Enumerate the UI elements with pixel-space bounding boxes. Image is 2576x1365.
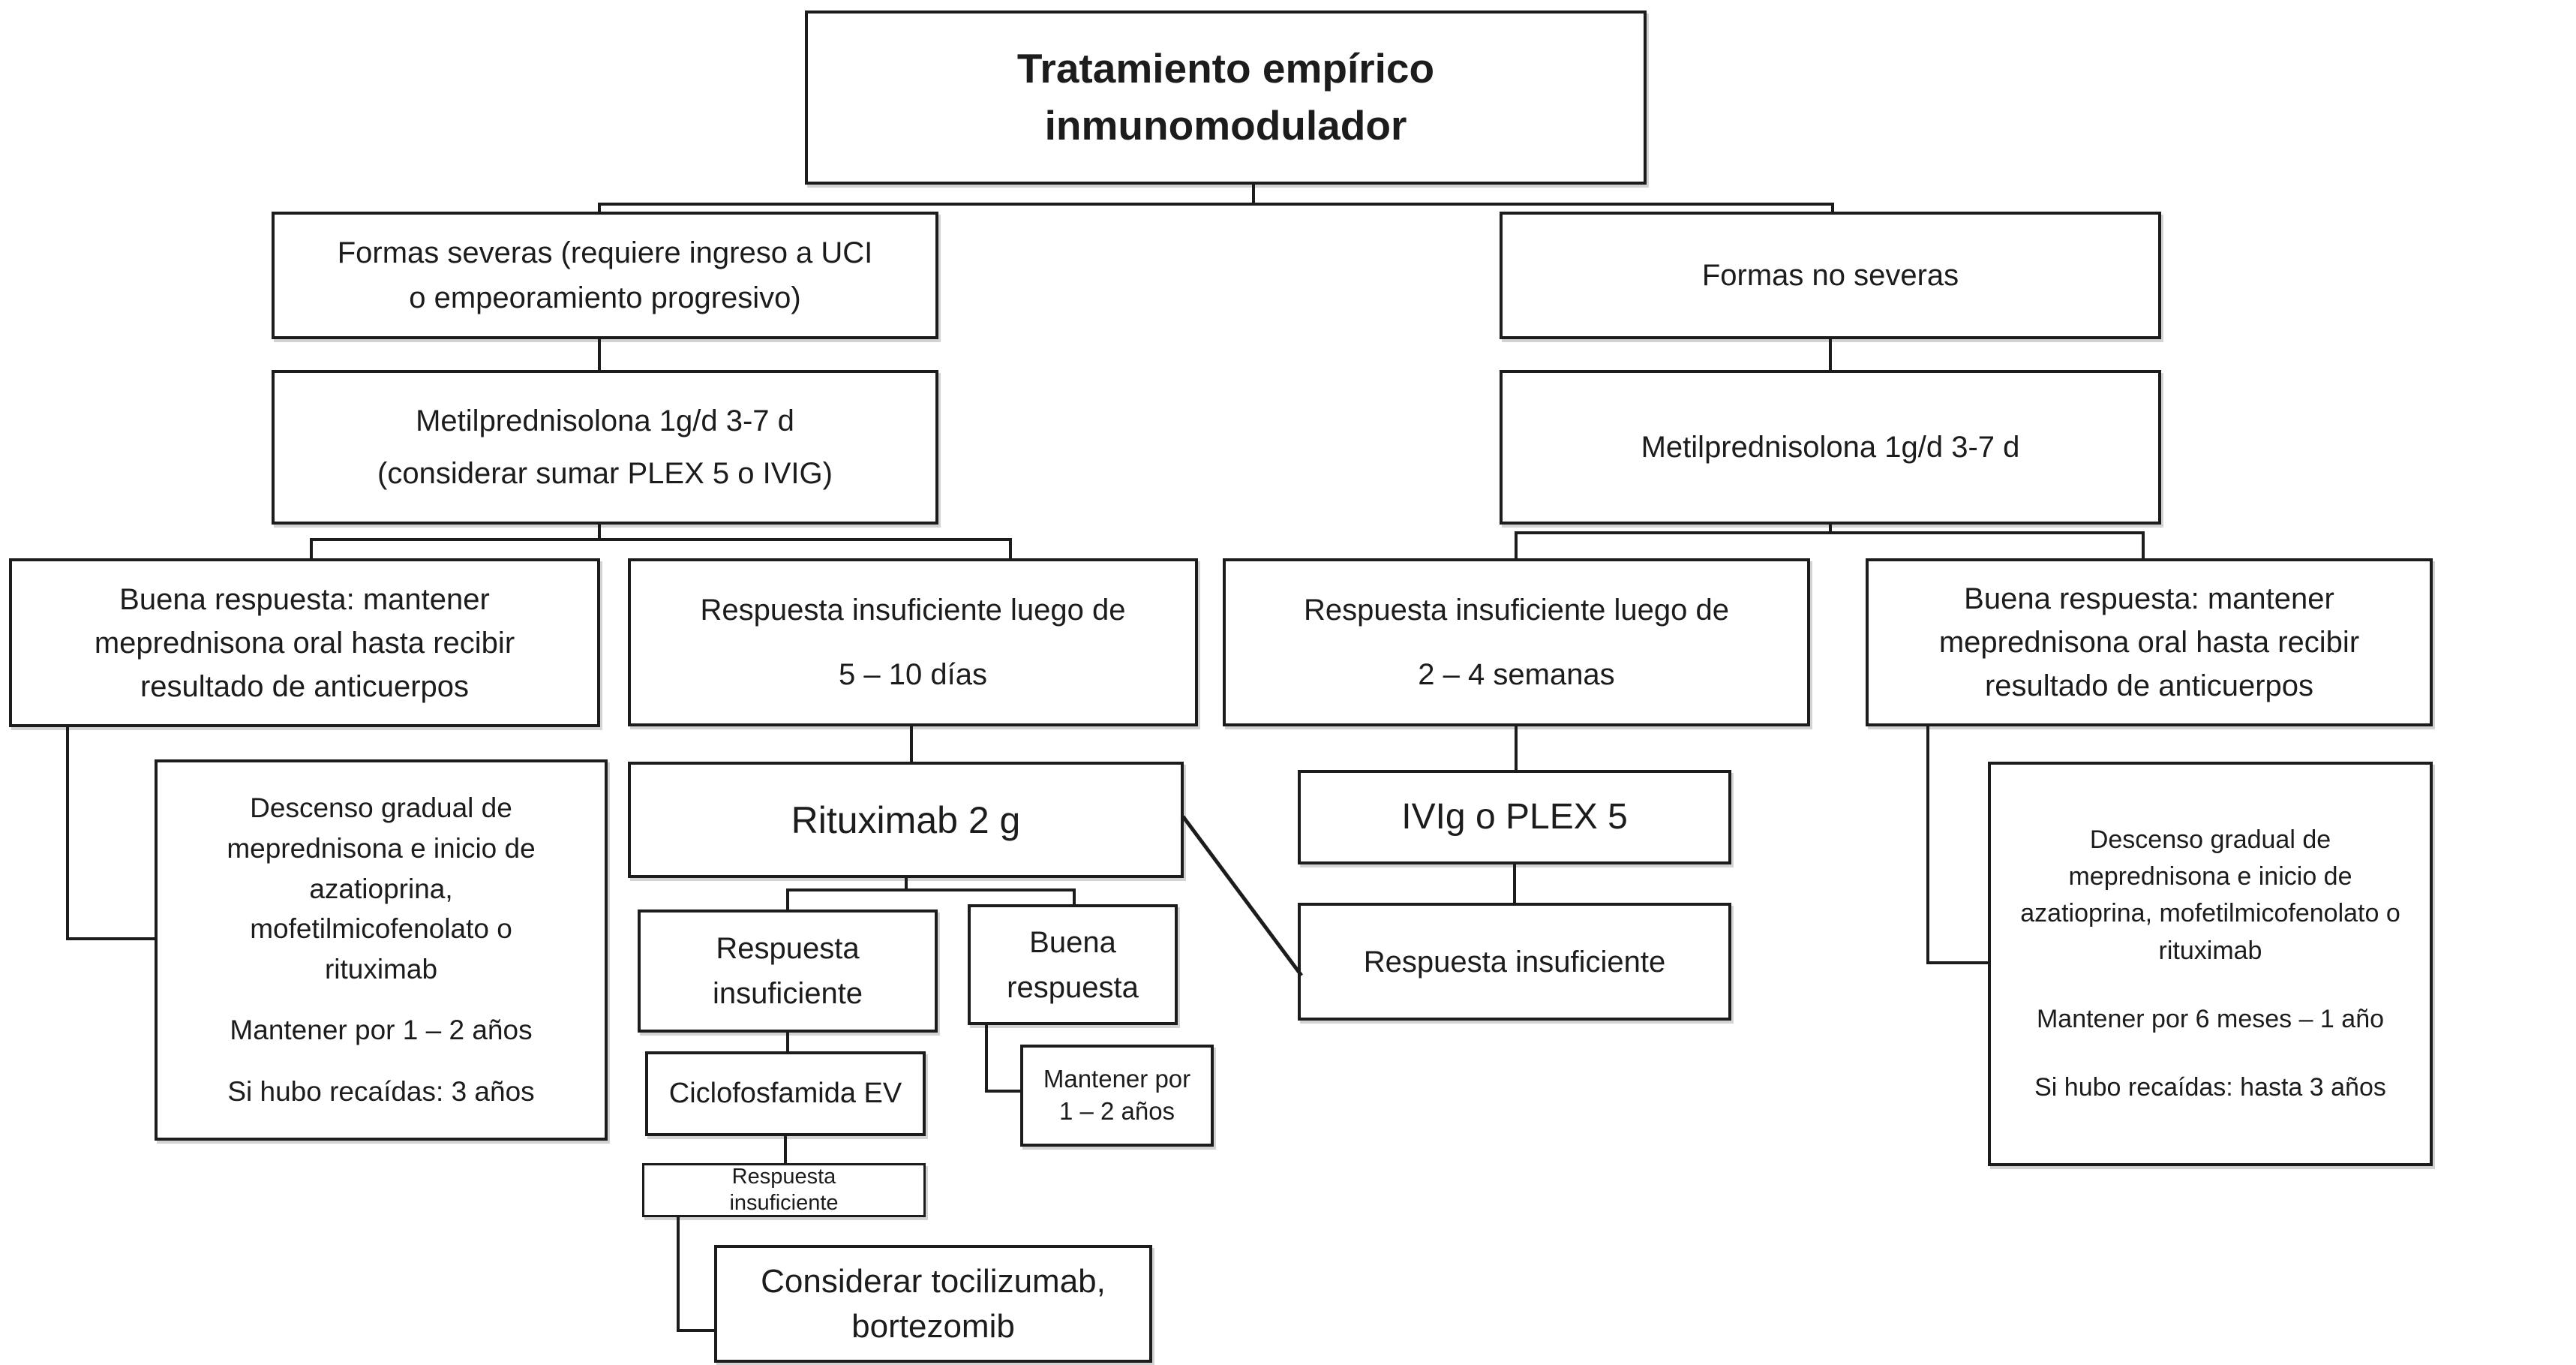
node-rituximab-2g: Rituximab 2 g — [628, 762, 1184, 878]
connector-metil-noseveras-split-horizontal — [1515, 531, 2145, 534]
connector-metil-severas-split-horizontal — [310, 538, 1012, 541]
node-ivig-o-plex-5: IVIg o PLEX 5 — [1298, 770, 1731, 864]
node-label: Mantener por 1 – 2 años — [1043, 1065, 1191, 1125]
node-buena-respuesta-post-rituximab: Buena respuesta — [968, 904, 1178, 1025]
node-label: Ciclofosfamida EV — [668, 1077, 902, 1109]
connector-insuf-rtx-to-ciclofosfamida — [786, 1033, 789, 1053]
node-label: Respuesta insuficiente luego de 2 – 4 se… — [1303, 594, 1730, 691]
connector-drop-respuesta-insuf-5-10 — [1009, 538, 1012, 560]
node-tratamiento-empirico-title: Tratamiento empírico inmunomodulador — [805, 11, 1647, 185]
node-label: Rituximab 2 g — [791, 798, 1021, 841]
node-label: Buena respuesta — [1007, 925, 1139, 1004]
connector-rituximab-split-horizontal — [786, 888, 1076, 891]
connector-buena-rtx-elbow-horizontal — [985, 1090, 1022, 1093]
node-metilprednisolona-no-severas: Metilprednisolona 1g/d 3-7 d — [1500, 370, 2161, 525]
node-label: Tratamiento empírico inmunomodulador — [1016, 45, 1435, 149]
node-paragraph: Mantener por 6 meses – 1 año — [2036, 1004, 2385, 1033]
node-formas-severas: Formas severas (requiere ingreso a UCI o… — [272, 212, 938, 339]
node-label: Respuesta insuficiente — [1363, 945, 1666, 979]
node-respuesta-insuficiente-post-rituximab: Respuesta insuficiente — [638, 909, 938, 1033]
node-label: Metilprednisolona 1g/d 3-7 d (considerar… — [377, 404, 833, 490]
node-label: Buena respuesta: mantener meprednisona o… — [94, 582, 515, 703]
node-buena-respuesta-no-severas: Buena respuesta: mantener meprednisona o… — [1866, 558, 2433, 726]
connector-buena-severas-elbow-horizontal — [66, 937, 156, 940]
node-paragraph: Si hubo recaídas: hasta 3 años — [2034, 1073, 2386, 1102]
node-label: Respuesta insuficiente luego de 5 – 10 d… — [700, 594, 1126, 691]
node-mantener-1-2-anios: Mantener por 1 – 2 años — [1020, 1045, 1214, 1147]
node-respuesta-insuficiente-post-ivig: Respuesta insuficiente — [1298, 903, 1731, 1021]
connector-insuf-ciclo-elbow-horizontal — [677, 1329, 716, 1332]
connector-severas-to-metilprednisolona — [598, 339, 601, 371]
node-paragraph: Si hubo recaídas: 3 años — [227, 1076, 535, 1108]
node-paragraph: Descenso gradual de meprednisona e inici… — [2020, 825, 2400, 965]
node-buena-respuesta-severas: Buena respuesta: mantener meprednisona o… — [9, 558, 600, 727]
connector-buena-noseveras-elbow-horizontal — [1926, 961, 1989, 964]
node-label: Formas no severas — [1701, 259, 1959, 292]
connector-ciclofosfamida-to-insuf — [784, 1136, 787, 1165]
node-paragraph: Mantener por 1 – 2 años — [230, 1015, 533, 1046]
connector-noseveras-to-metilprednisolona — [1829, 339, 1832, 371]
node-respuesta-insuficiente-2-4-semanas: Respuesta insuficiente luego de 2 – 4 se… — [1223, 558, 1810, 726]
connector-rituximab-stub — [905, 878, 908, 891]
node-respuesta-insuficiente-post-ciclofosfamida: Respuesta insuficiente — [642, 1163, 926, 1217]
connector-drop-respuesta-insuf-2-4 — [1515, 531, 1518, 560]
connector-title-stub — [1252, 185, 1255, 206]
connector-insuf-ciclo-elbow-vertical — [677, 1217, 680, 1332]
connector-buena-severas-elbow-vertical — [66, 727, 69, 940]
connector-title-split-horizontal — [598, 203, 1834, 206]
connector-drop-formas-no-severas — [1831, 203, 1834, 215]
node-label: Buena respuesta: mantener meprednisona o… — [1938, 582, 2360, 702]
connector-drop-respuesta-insuf-post-rtx — [786, 888, 789, 911]
connector-ivig-to-respuesta-insuf — [1513, 864, 1516, 904]
connector-drop-buena-respuesta-severas — [310, 538, 313, 560]
node-descenso-gradual-no-severas: Descenso gradual de meprednisona e inici… — [1988, 762, 2433, 1166]
connector-insuf510-to-rituximab — [910, 726, 913, 763]
connector-drop-buena-respuesta-noseveras — [2142, 531, 2145, 560]
connector-drop-buena-respuesta-post-rtx — [1073, 888, 1076, 906]
connector-buena-noseveras-elbow-vertical — [1926, 726, 1929, 964]
node-descenso-gradual-severas: Descenso gradual de meprednisona e inici… — [155, 759, 608, 1141]
connector-metil-severas-stub — [598, 525, 601, 541]
node-label: IVIg o PLEX 5 — [1401, 797, 1628, 837]
connector-drop-formas-severas — [598, 203, 601, 215]
node-label: Formas severas (requiere ingreso a UCI o… — [337, 236, 873, 314]
node-considerar-tocilizumab-bortezomib: Considerar tocilizumab, bortezomib — [714, 1245, 1152, 1363]
connector-rituximab-to-insuf-ivig-diagonal — [1181, 815, 1304, 977]
node-paragraph: Descenso gradual de meprednisona e inici… — [227, 792, 536, 985]
connector-insuf24-to-ivig — [1515, 726, 1518, 771]
node-label: Respuesta insuficiente — [729, 1165, 839, 1215]
node-label: Considerar tocilizumab, bortezomib — [761, 1263, 1106, 1345]
connector-buena-rtx-elbow-vertical — [985, 1025, 988, 1093]
connector-metil-noseveras-stub — [1829, 525, 1832, 534]
node-ciclofosfamida-ev: Ciclofosfamida EV — [645, 1051, 926, 1136]
node-label: Metilprednisolona 1g/d 3-7 d — [1641, 431, 2020, 464]
node-formas-no-severas: Formas no severas — [1500, 212, 2161, 339]
node-metilprednisolona-severas: Metilprednisolona 1g/d 3-7 d (considerar… — [272, 370, 938, 525]
node-respuesta-insuficiente-5-10-dias: Respuesta insuficiente luego de 5 – 10 d… — [628, 558, 1198, 726]
node-label: Respuesta insuficiente — [712, 932, 863, 1010]
